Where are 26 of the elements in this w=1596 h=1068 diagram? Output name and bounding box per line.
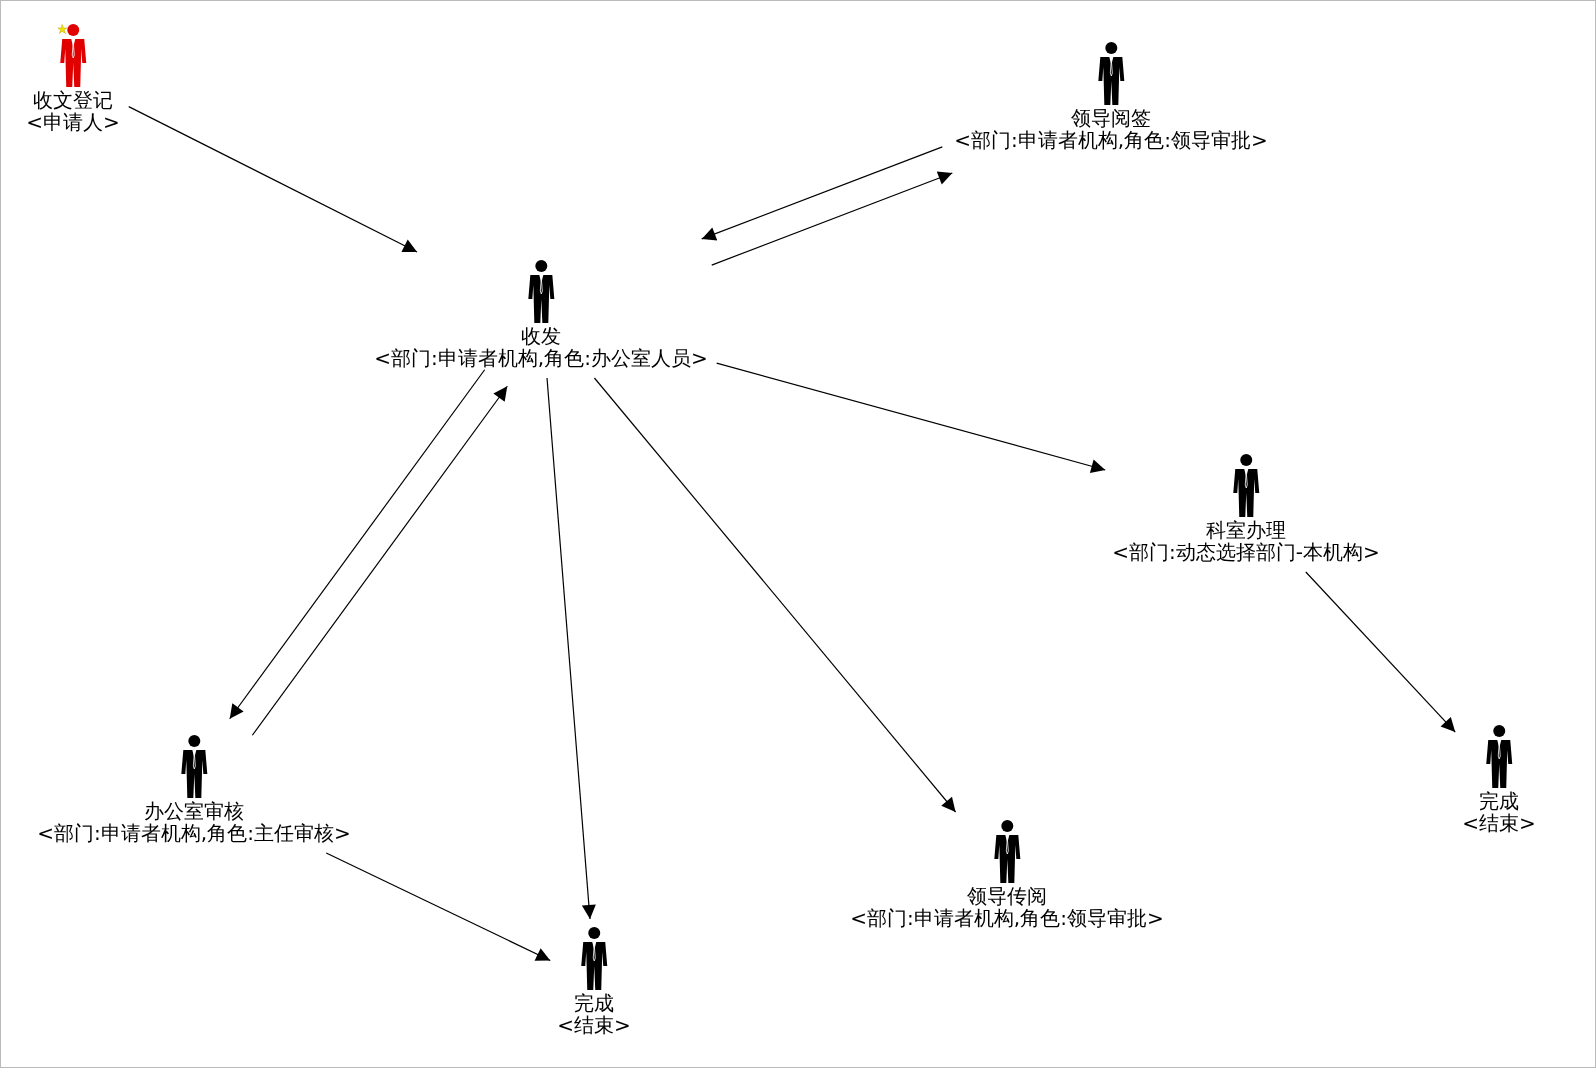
role-label: <部门:申请者机构,角色:领导审批> xyxy=(850,907,1164,929)
step-name: 科室办理 xyxy=(1206,519,1286,541)
role-label: <部门:动态选择部门-本机构> xyxy=(1112,541,1380,563)
role-label: <申请人> xyxy=(26,111,120,133)
arrow xyxy=(251,385,508,736)
arrow xyxy=(325,852,551,962)
role-label: <部门:申请者机构,角色:领导审批> xyxy=(954,129,1268,151)
arrow xyxy=(128,106,418,253)
step-name: 办公室审核 xyxy=(144,800,244,822)
step-name: 收发 xyxy=(521,325,561,347)
arrow xyxy=(546,377,596,920)
step-name: 完成 xyxy=(574,992,614,1014)
role-label: <结束> xyxy=(557,1014,631,1036)
arrow xyxy=(716,362,1106,474)
role-label: <部门:申请者机构,角色:办公室人员> xyxy=(374,347,708,369)
role-label: <结束> xyxy=(1462,812,1536,834)
step-name: 领导传阅 xyxy=(967,885,1047,907)
step-name: 完成 xyxy=(1479,790,1519,812)
step-name: 收文登记 xyxy=(33,89,113,111)
arrow xyxy=(593,377,957,813)
arrow xyxy=(1305,571,1456,733)
step-name: 领导阅签 xyxy=(1071,107,1151,129)
arrow xyxy=(711,171,953,266)
arrow xyxy=(701,146,943,241)
role-label: <部门:申请者机构,角色:主任审核> xyxy=(37,822,351,844)
arrow xyxy=(229,369,486,720)
